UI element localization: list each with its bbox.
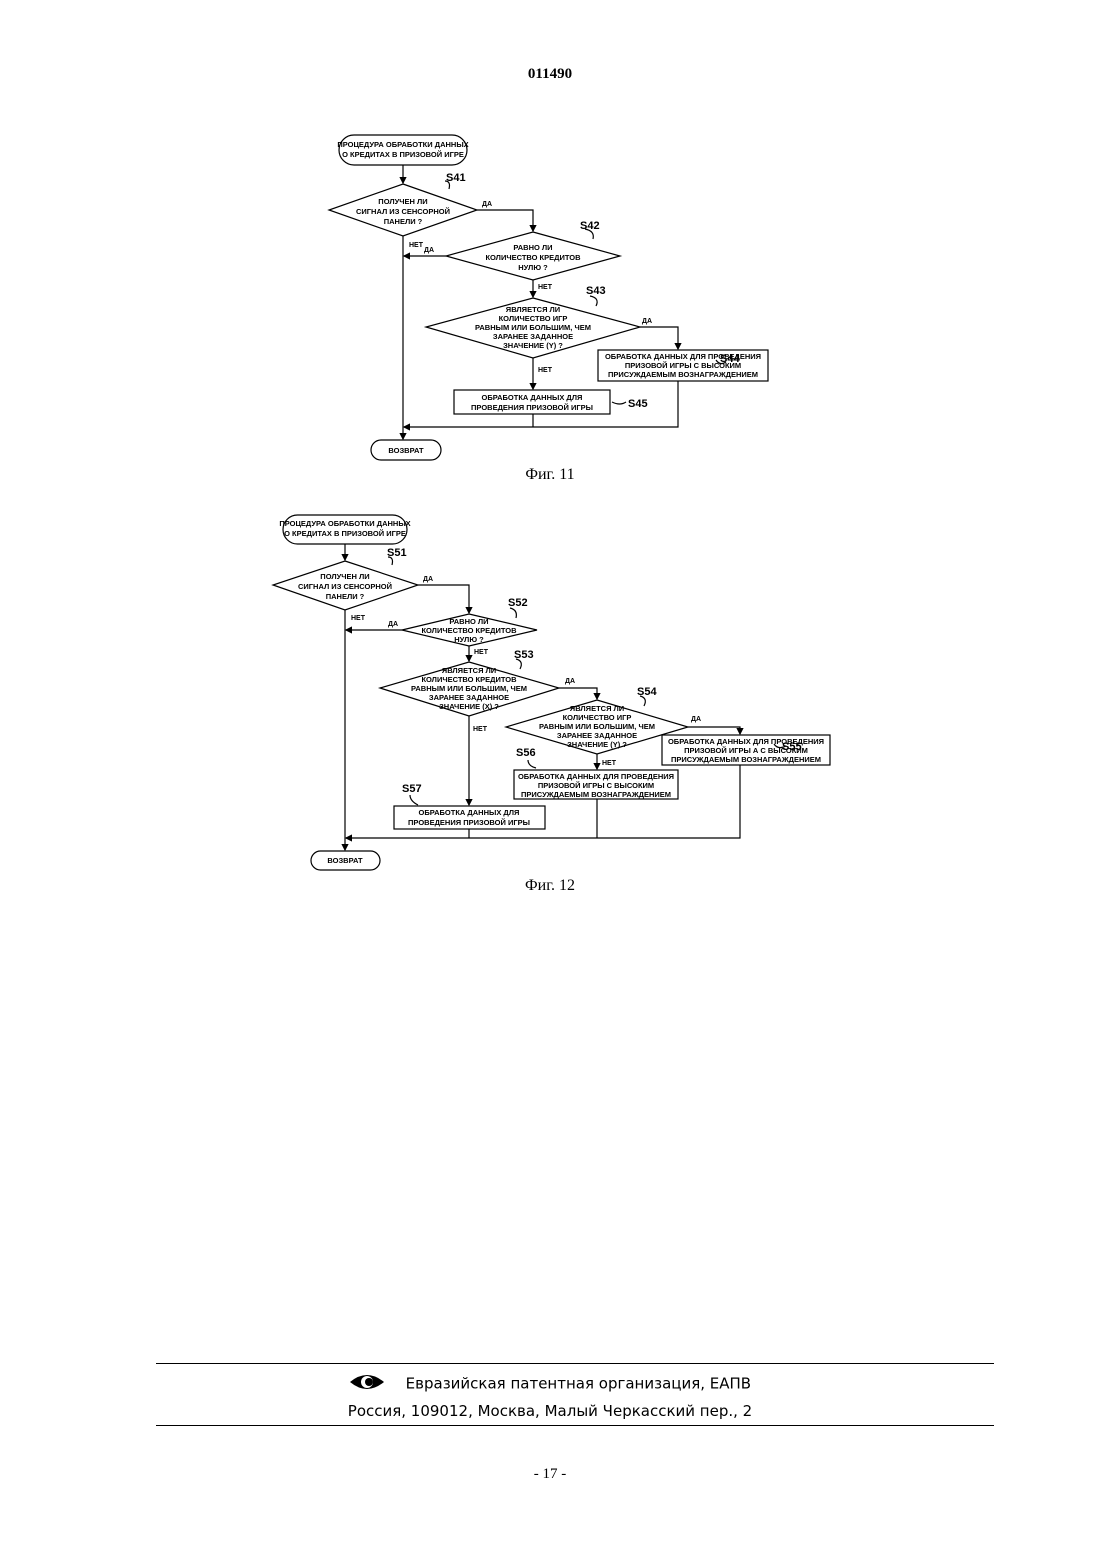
- fig12-s52-line2: КОЛИЧЕСТВО КРЕДИТОВ: [421, 626, 517, 635]
- fig12-s53-line3: РАВНЫМ ИЛИ БОЛЬШИМ, ЧЕМ: [411, 684, 527, 693]
- fig12-s52-label: S52: [508, 597, 528, 609]
- fig11-start-line1: ПРОЦЕДУРА ОБРАБОТКИ ДАННЫХ: [337, 140, 468, 149]
- fig12-s55-line2: ПРИЗОВОЙ ИГРЫ А С ВЫСОКИМ: [684, 746, 808, 755]
- fig11-s42-line2: КОЛИЧЕСТВО КРЕДИТОВ: [485, 253, 581, 262]
- fig11-s43-line2: КОЛИЧЕСТВО ИГР: [499, 314, 568, 323]
- fig11-caption: Фиг. 11: [0, 466, 1100, 484]
- fig12-s56-line3: ПРИСУЖДАЕМЫМ ВОЗНАГРАЖДЕНИЕМ: [521, 790, 671, 799]
- fig12-s53-label: S53: [514, 649, 534, 661]
- fig12-s51-no: НЕТ: [351, 615, 366, 622]
- fig12-caption: Фиг. 12: [0, 877, 1100, 895]
- fig11-s41-line1: ПОЛУЧЕН ЛИ: [378, 197, 427, 206]
- fig12-s51-line2: СИГНАЛ ИЗ СЕНСОРНОЙ: [298, 582, 392, 591]
- fig12-s54-line3: РАВНЫМ ИЛИ БОЛЬШИМ, ЧЕМ: [539, 722, 655, 731]
- fig12-s53-line4: ЗАРАНЕЕ ЗАДАННОЕ: [429, 693, 509, 702]
- fig12-s51-yes: ДА: [423, 576, 433, 583]
- fig11-s43-yes: ДА: [642, 318, 652, 325]
- fig11-s42-label: S42: [580, 220, 600, 232]
- fig12-s54-line2: КОЛИЧЕСТВО ИГР: [563, 713, 632, 722]
- fig12-s54-yes: ДА: [691, 716, 701, 723]
- fig11-s45-line1: ОБРАБОТКА ДАННЫХ ДЛЯ: [482, 393, 583, 402]
- fig11-s43-line3: РАВНЫМ ИЛИ БОЛЬШИМ, ЧЕМ: [475, 323, 591, 332]
- fig11-s41-no: НЕТ: [409, 242, 424, 249]
- fig12-s57-line2: ПРОВЕДЕНИЯ ПРИЗОВОЙ ИГРЫ: [408, 818, 530, 827]
- footer-address: Россия, 109012, Москва, Малый Черкасский…: [0, 1402, 1100, 1420]
- footer-org-name: Евразийская патентная организация, ЕАПВ: [406, 1375, 751, 1393]
- fig12-s53-line2: КОЛИЧЕСТВО КРЕДИТОВ: [421, 675, 517, 684]
- fig12-end-text: ВОЗВРАТ: [327, 856, 363, 865]
- fig12-s56-label: S56: [516, 747, 536, 759]
- fig12-s54-line4: ЗАРАНЕЕ ЗАДАННОЕ: [557, 731, 637, 740]
- fig12-s54-no: НЕТ: [602, 760, 617, 767]
- fig12-s55-line3: ПРИСУЖДАЕМЫМ ВОЗНАГРАЖДЕНИЕМ: [671, 755, 821, 764]
- fig11-end-text: ВОЗВРАТ: [388, 446, 424, 455]
- fig12-s51-line1: ПОЛУЧЕН ЛИ: [320, 572, 369, 581]
- fig11-s44-line3: ПРИСУЖДАЕМЫМ ВОЗНАГРАЖДЕНИЕМ: [608, 370, 758, 379]
- fig12-s53-yes: ДА: [565, 678, 575, 685]
- fig12-s53-line1: ЯВЛЯЕТСЯ ЛИ: [442, 666, 496, 675]
- fig11-s43-no: НЕТ: [538, 367, 553, 374]
- fig12-start-line2: О КРЕДИТАХ В ПРИЗОВОЙ ИГРЕ: [284, 529, 406, 538]
- fig11-s43-line1: ЯВЛЯЕТСЯ ЛИ: [506, 305, 560, 314]
- fig11-s41-line3: ПАНЕЛИ ?: [384, 217, 423, 226]
- fig12-s56-line2: ПРИЗОВОЙ ИГРЫ С ВЫСОКИМ: [538, 781, 654, 790]
- fig11-s42-line1: РАВНО ЛИ: [513, 243, 552, 252]
- fig11-s43-line5: ЗНАЧЕНИЕ (Y) ?: [503, 341, 563, 350]
- fig12-s54-line5: ЗНАЧЕНИЕ (Y) ?: [567, 740, 627, 749]
- fig11-s42-yes: ДА: [424, 247, 434, 254]
- fig11-s44-line2: ПРИЗОВОЙ ИГРЫ С ВЫСОКИМ: [625, 361, 741, 370]
- fig11-s45-label: S45: [628, 398, 648, 410]
- fig12-s53-no: НЕТ: [473, 726, 488, 733]
- fig11-start-line2: О КРЕДИТАХ В ПРИЗОВОЙ ИГРЕ: [342, 150, 464, 159]
- fig11-s41-line2: СИГНАЛ ИЗ СЕНСОРНОЙ: [356, 207, 450, 216]
- fig12-s56-line1: ОБРАБОТКА ДАННЫХ ДЛЯ ПРОВЕДЕНИЯ: [518, 772, 674, 781]
- fig12-s57-line1: ОБРАБОТКА ДАННЫХ ДЛЯ: [419, 808, 520, 817]
- fig12-s52-line3: НУЛЮ ?: [454, 635, 484, 644]
- eapo-eye-logo-icon: [349, 1372, 385, 1396]
- fig12-s57-label: S57: [402, 783, 422, 795]
- fig12-s54-label: S54: [637, 686, 657, 698]
- fig12-s53-line5: ЗНАЧЕНИЕ (X) ?: [439, 702, 499, 711]
- fig12-s52-line1: РАВНО ЛИ: [449, 617, 488, 626]
- fig12-s54-line1: ЯВЛЯЕТСЯ ЛИ: [570, 704, 624, 713]
- footer-top-rule: [156, 1363, 994, 1364]
- fig11-s43-line4: ЗАРАНЕЕ ЗАДАННОЕ: [493, 332, 573, 341]
- fig12-start-line1: ПРОЦЕДУРА ОБРАБОТКИ ДАННЫХ: [279, 519, 410, 528]
- page-number: - 17 -: [0, 1466, 1100, 1483]
- fig12-s52-yes: ДА: [388, 621, 398, 628]
- footer-org-line: Евразийская патентная организация, ЕАПВ: [0, 1372, 1100, 1396]
- fig12-s52-no: НЕТ: [474, 649, 489, 656]
- fig11-s42-line3: НУЛЮ ?: [518, 263, 548, 272]
- fig12-s51-label: S51: [387, 547, 407, 559]
- fig11-s44-line1: ОБРАБОТКА ДАННЫХ ДЛЯ ПРОВЕДЕНИЯ: [605, 352, 761, 361]
- fig12-s51-line3: ПАНЕЛИ ?: [326, 592, 365, 601]
- fig11-s45-line2: ПРОВЕДЕНИЯ ПРИЗОВОЙ ИГРЫ: [471, 403, 593, 412]
- fig11-s41-label: S41: [446, 172, 466, 184]
- fig11-s43-label: S43: [586, 285, 606, 297]
- fig12-s55-line1: ОБРАБОТКА ДАННЫХ ДЛЯ ПРОВЕДЕНИЯ: [668, 737, 824, 746]
- fig11-s42-no: НЕТ: [538, 284, 553, 291]
- footer-bottom-rule: [156, 1425, 994, 1426]
- fig11-s41-yes: ДА: [482, 201, 492, 208]
